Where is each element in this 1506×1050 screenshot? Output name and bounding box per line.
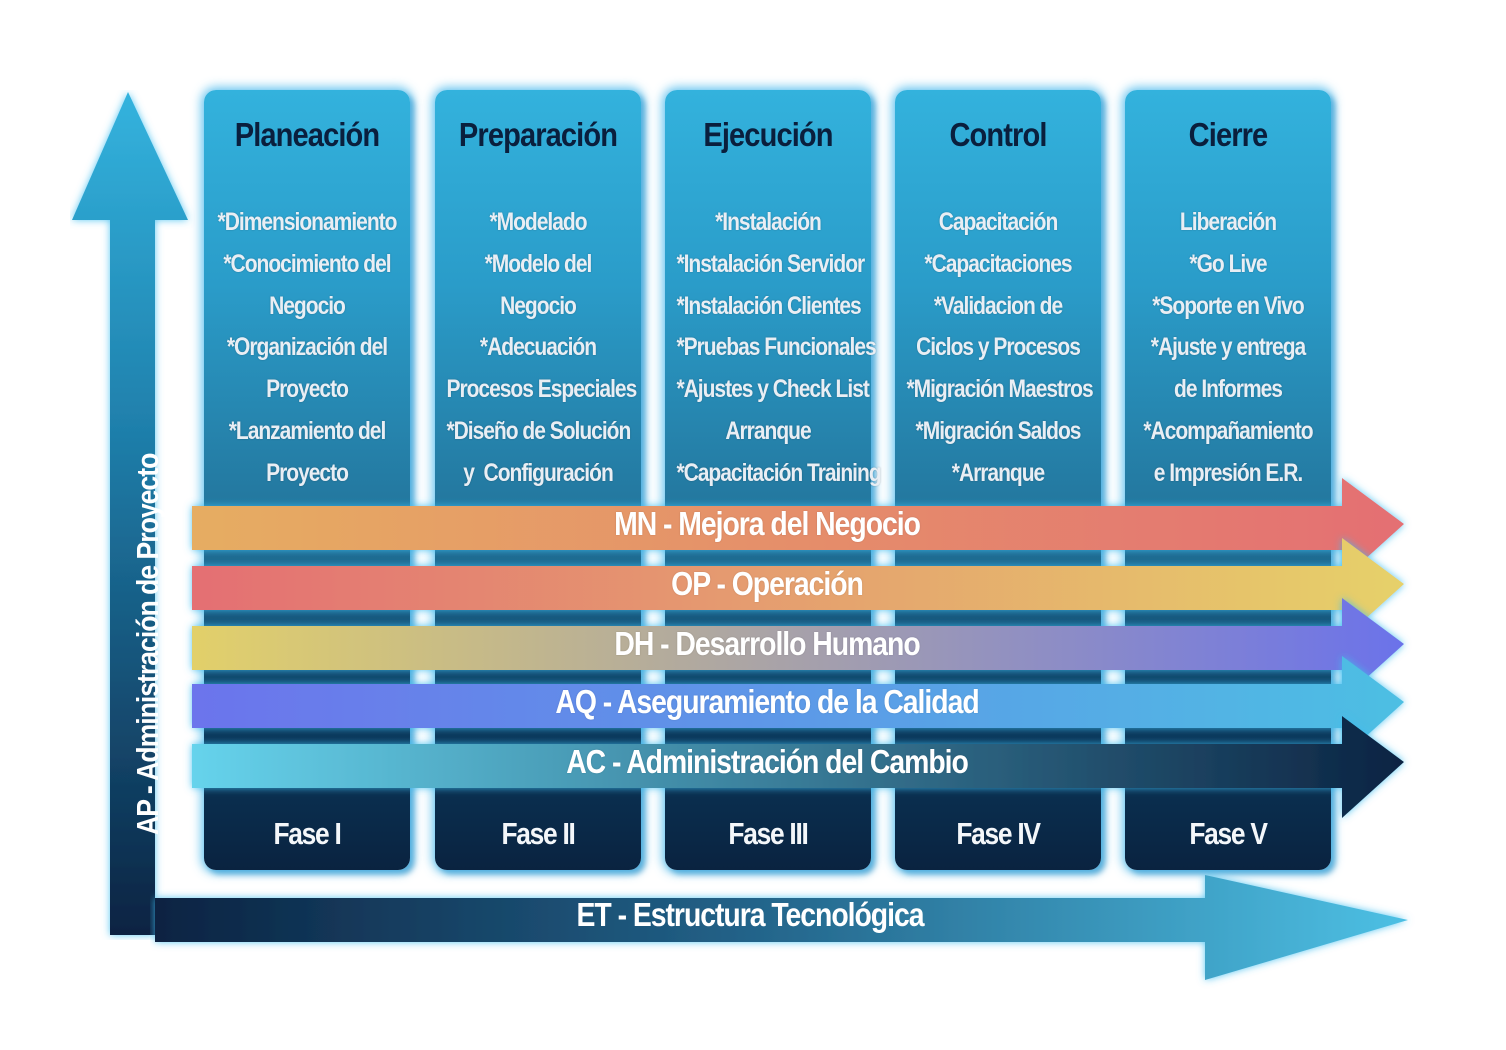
arrow-shape bbox=[192, 716, 1404, 818]
phase-column-ejecucion: Ejecución *Instalación *Instalación Serv… bbox=[665, 90, 882, 870]
arrow-shape bbox=[192, 656, 1404, 758]
phase-item: *Arranque bbox=[951, 458, 1045, 487]
phase-item: *Migración Saldos bbox=[915, 416, 1082, 445]
process-arrow: MN - Mejora del Negocio bbox=[192, 478, 1407, 588]
phase-item: *Lanzamiento del bbox=[228, 416, 387, 445]
arrow-shape bbox=[192, 598, 1404, 700]
process-arrow-label: DH - Desarrollo Humano bbox=[614, 625, 920, 662]
phase-item: Negocio bbox=[269, 291, 346, 320]
process-arrow-label: OP - Operación bbox=[671, 565, 864, 602]
phase-item: *Instalación Servidor bbox=[676, 249, 865, 278]
phase-item: Proyecto bbox=[266, 375, 349, 404]
phase-title: Cierre bbox=[1188, 116, 1269, 153]
phase-item: Proyecto bbox=[266, 458, 349, 487]
fase-label: Fase IV bbox=[956, 816, 1041, 851]
phase-items: *Dimensionamiento *Conocimiento del Nego… bbox=[215, 202, 398, 495]
phase-item: *Adecuación bbox=[479, 333, 597, 362]
process-arrow: AQ - Aseguramiento de la Calidad bbox=[192, 656, 1407, 766]
phase-title: Ejecución bbox=[703, 116, 833, 153]
et-axis-label: ET - Estructura Tecnológica bbox=[576, 896, 925, 933]
phase-item: *Modelo del bbox=[484, 249, 593, 278]
phase-title: Planeación bbox=[234, 116, 380, 153]
fase-label: Fase III bbox=[728, 816, 808, 851]
phase-item: *Validacion de bbox=[933, 291, 1063, 320]
phase-item: de Informes bbox=[1174, 375, 1283, 404]
process-arrow: OP - Operación bbox=[192, 538, 1407, 648]
phase-column-cierre: Cierre Liberación *Go Live *Soporte en V… bbox=[1125, 90, 1331, 870]
process-arrow-label: AQ - Aseguramiento de la Calidad bbox=[555, 683, 979, 720]
phase-item: *Capacitación Training bbox=[676, 458, 881, 487]
phase-item: *Organización del bbox=[226, 333, 388, 362]
phase-item: *Diseño de Solución bbox=[446, 416, 631, 445]
arrow-body bbox=[192, 716, 1404, 818]
fase-label: Fase I bbox=[273, 816, 341, 851]
phase-items: *Instalación *Instalación Servidor *Inst… bbox=[676, 202, 881, 495]
phase-item: Procesos Especiales bbox=[446, 375, 637, 404]
phase-item: Capacitación bbox=[938, 208, 1059, 236]
process-arrow-label: AC - Administración del Cambio bbox=[566, 743, 969, 780]
arrow-body bbox=[192, 478, 1404, 580]
phase-item: *Modelado bbox=[489, 208, 587, 236]
phase-item: *Capacitaciones bbox=[924, 249, 1072, 278]
et-horizontal-arrow bbox=[155, 875, 1408, 980]
fase-label: Fase II bbox=[501, 816, 575, 851]
process-arrow: DH - Desarrollo Humano bbox=[192, 598, 1407, 708]
phase-item: *Soporte en Vivo bbox=[1152, 291, 1305, 320]
phase-item: Ciclos y Procesos bbox=[916, 333, 1081, 362]
phase-column-planeacion: Planeación *Dimensionamiento *Conocimien… bbox=[204, 90, 410, 870]
phase-items: Capacitación *Capacitaciones *Validacion… bbox=[906, 202, 1093, 495]
arrow-body bbox=[192, 656, 1404, 758]
phase-item: *Conocimiento del bbox=[223, 249, 391, 278]
ap-axis-label: AP - Administración de Proyecto bbox=[130, 453, 165, 835]
fase-label: Fase V bbox=[1189, 816, 1268, 851]
arrow-shape bbox=[192, 478, 1404, 580]
phase-item: *Instalación Clientes bbox=[676, 291, 861, 320]
phase-item: *Ajustes y Check List bbox=[676, 375, 869, 404]
phase-column-preparacion: Preparación *Modelado *Modelo del Negoci… bbox=[435, 90, 641, 870]
process-arrow: AC - Administración del Cambio bbox=[192, 716, 1407, 826]
phase-column-control: Control Capacitación *Capacitaciones *Va… bbox=[895, 90, 1101, 870]
phase-item: *Migración Maestros bbox=[906, 375, 1093, 404]
phase-item: Negocio bbox=[500, 291, 577, 320]
phase-item: *Instalación bbox=[715, 208, 822, 236]
arrow-body bbox=[192, 538, 1404, 640]
arrow-shape bbox=[192, 538, 1404, 640]
phase-item: *Go Live bbox=[1189, 249, 1267, 278]
ap-vertical-arrow bbox=[72, 92, 188, 935]
phase-item: *Acompañamiento bbox=[1143, 416, 1313, 445]
phase-items: Liberación *Go Live *Soporte en Vivo *Aj… bbox=[1136, 202, 1319, 495]
phase-items: *Modelado *Modelo del Negocio *Adecuació… bbox=[446, 202, 637, 495]
process-arrow-label: MN - Mejora del Negocio bbox=[614, 505, 921, 542]
phase-title: Control bbox=[949, 116, 1047, 153]
phase-item: Arranque bbox=[725, 416, 811, 445]
phase-item: e Impresión E.R. bbox=[1153, 458, 1303, 487]
arrow-body bbox=[192, 598, 1404, 700]
phase-title: Preparación bbox=[458, 116, 618, 153]
phase-item: *Ajuste y entrega bbox=[1150, 333, 1306, 362]
phase-item: Liberación bbox=[1179, 208, 1277, 236]
phase-item: y Configuración bbox=[463, 458, 614, 487]
phase-item: *Pruebas Funcionales bbox=[676, 333, 876, 362]
phase-item: *Dimensionamiento bbox=[217, 208, 398, 236]
